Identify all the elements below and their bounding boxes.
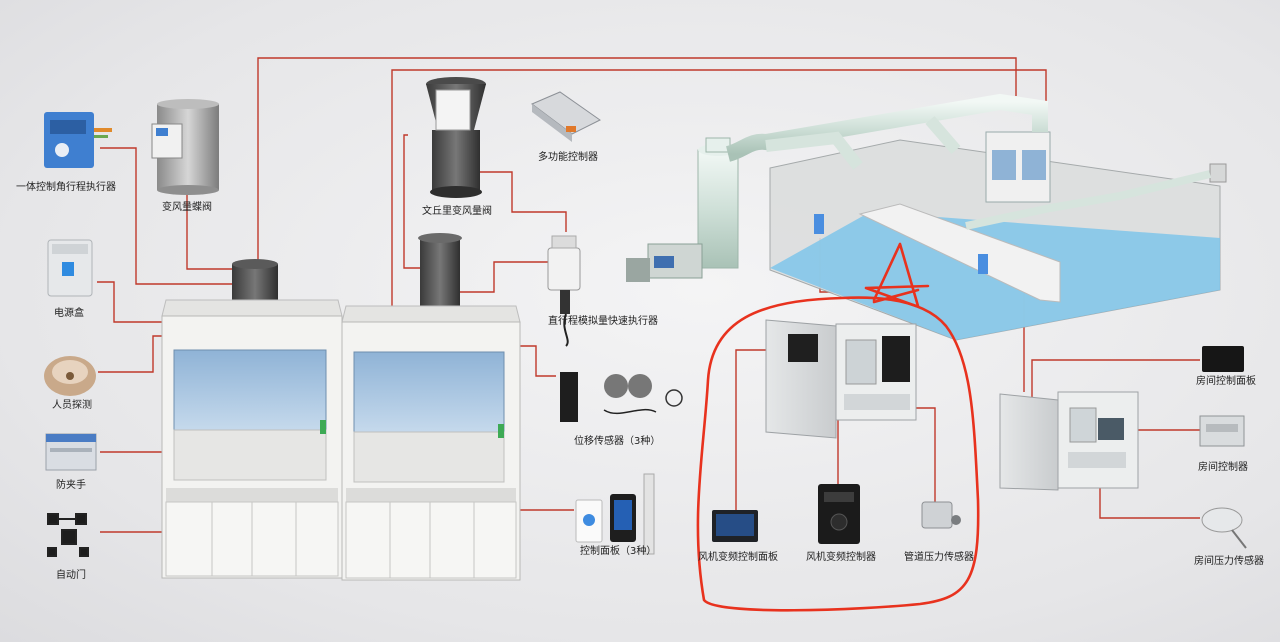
label-actuator: 一体控制角行程执行器 [16, 182, 116, 193]
multi-controller-icon [531, 91, 601, 142]
actuator-icon [44, 112, 112, 168]
scrubber-tower [626, 137, 739, 282]
room-control-cabinet [999, 391, 1139, 491]
label-auto-door: 自动门 [56, 570, 86, 581]
pressure-sensor-icon [921, 501, 961, 529]
red-annotation [696, 242, 980, 612]
fume-hood-left [161, 259, 343, 579]
label-duct-pressure: 管道压力传感器 [904, 552, 974, 563]
label-vav-valve: 变风量蝶阀 [162, 202, 212, 213]
inverter-icon [818, 484, 860, 544]
label-venturi: 文丘里变风量阀 [422, 206, 492, 217]
label-presence: 人员探测 [52, 400, 92, 411]
label-multi-ctrl: 多功能控制器 [538, 152, 598, 163]
fan-control-cabinet [765, 319, 917, 439]
label-room-panel: 房间控制面板 [1196, 376, 1256, 387]
label-fan-panel: 风机变频控制面板 [698, 552, 778, 563]
label-anti-pinch: 防夹手 [56, 480, 86, 491]
room-controller-icon [1199, 415, 1245, 447]
label-fan-inverter: 风机变频控制器 [806, 552, 876, 563]
venturi-valve-icon [426, 77, 486, 198]
label-linear-actuator: 直行程模拟量快速执行器 [548, 316, 658, 327]
presence-sensor-icon [44, 356, 96, 396]
label-room-ctrl: 房间控制器 [1198, 462, 1248, 473]
label-control-panel: 控制面板（3种） [580, 546, 657, 557]
fume-hood-right [341, 233, 521, 581]
air-ducts [725, 93, 1211, 230]
position-sensor-icon [560, 372, 683, 422]
control-panel-icon [575, 473, 655, 555]
auto-door-icon [47, 513, 89, 557]
lab-room [769, 131, 1227, 341]
anti-pinch-icon [45, 433, 97, 471]
label-position-sensor: 位移传感器（3种） [574, 436, 661, 447]
label-power-box: 电源盒 [54, 308, 84, 319]
butterfly-valve-icon [151, 99, 219, 195]
room-panel-icon [1202, 346, 1244, 372]
linear-actuator-icon [547, 235, 581, 347]
power-box-icon [47, 239, 93, 297]
fan-panel-icon [712, 510, 758, 542]
room-pressure-icon [1201, 507, 1247, 549]
label-room-pressure: 房间压力传感器 [1194, 556, 1264, 567]
